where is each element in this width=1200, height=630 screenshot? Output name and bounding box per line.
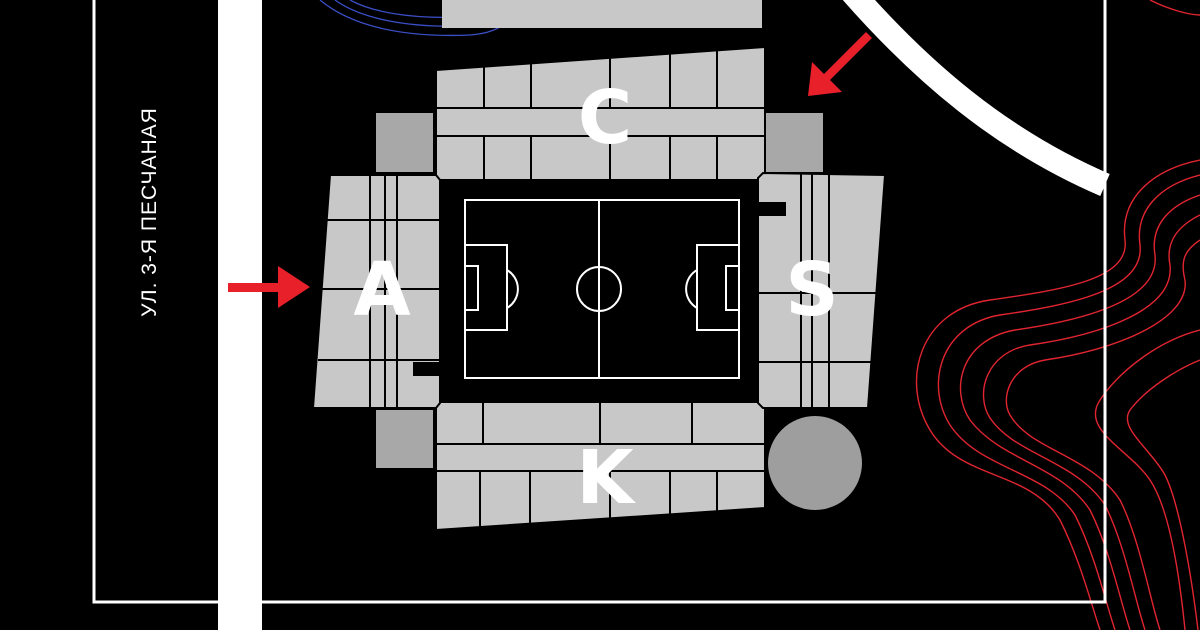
football-pitch (464, 199, 740, 379)
stand-a-label: A (353, 247, 411, 333)
stand-k-label: K (576, 435, 634, 521)
road (218, 0, 262, 630)
street-label: УЛ. 3-Я ПЕСЧАНАЯ (138, 107, 161, 317)
stand-s-label: S (785, 247, 839, 333)
stand-a[interactable] (311, 174, 441, 409)
map-frame (92, 0, 1107, 604)
round-building (768, 416, 862, 510)
stand-k[interactable] (435, 401, 766, 532)
entrance-arrow-icon (228, 266, 310, 308)
corner-blocks (376, 113, 823, 468)
stand-c-label: C (577, 75, 633, 161)
entrance-arrow-icon (808, 32, 872, 96)
red-contours (915, 0, 1200, 630)
stand-c[interactable] (435, 45, 766, 181)
building (442, 0, 762, 28)
stand-s[interactable] (757, 171, 887, 409)
curved-road (842, 0, 1110, 197)
